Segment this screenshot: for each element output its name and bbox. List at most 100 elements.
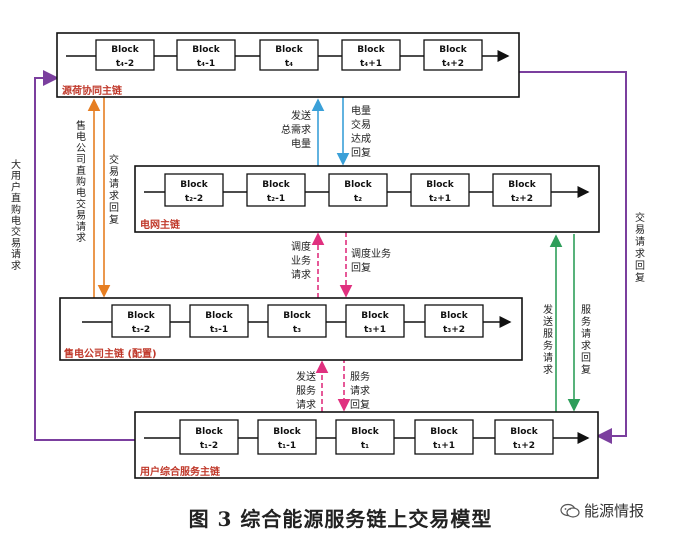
chain-user: 用户综合服务主链 Block t₁-2 Block t₁-1 Block t₁ …: [134, 411, 599, 479]
block-title: Block: [283, 311, 311, 321]
flow-label-line: 回复: [351, 261, 371, 274]
brand-name: 能源情报: [584, 502, 645, 520]
flow-label-line: 电量: [291, 137, 311, 150]
block: Block t₂-1: [246, 173, 306, 207]
flow-label-text: 交易请求回复: [109, 153, 119, 226]
block-time: t₃+2: [443, 325, 465, 335]
flow-label-line: 请求: [350, 384, 370, 397]
block-box: [259, 39, 319, 71]
block-time: t₃-2: [132, 325, 150, 335]
retail-direct-request-label: 售电公司直购电交易请求: [76, 119, 86, 244]
block-time: t₃-1: [210, 325, 228, 335]
block: Block t₄-1: [176, 39, 236, 71]
large-user-request-label: 大用户直购电交易请求: [11, 158, 21, 272]
chain-label: 售电公司主链 (配置): [64, 347, 157, 360]
block: Block t₄-2: [95, 39, 155, 71]
flow-label-line: 发送: [296, 370, 316, 383]
block-time: t₂: [354, 194, 362, 204]
block: Block t₂+2: [492, 173, 552, 207]
flow-label-line: 请求: [291, 268, 311, 281]
block: Block t₂: [328, 173, 388, 207]
flow-label-line: 服务: [296, 384, 316, 397]
block-title: Block: [273, 427, 301, 437]
send-service-request-right-label: 发送服务请求: [543, 303, 553, 376]
flow-label-line: 回复: [350, 398, 370, 411]
block-box: [328, 173, 388, 207]
block-time: t₁-1: [278, 441, 296, 451]
block-time: t₃+1: [364, 325, 386, 335]
block-box: [335, 419, 395, 455]
block: Block t₁-1: [257, 419, 317, 455]
block: Block t₃: [267, 304, 327, 338]
block-time: t₂-2: [185, 194, 203, 204]
block-time: t₄+1: [360, 59, 382, 69]
large-user-request-arrow: [34, 70, 135, 441]
block-time: t₄: [285, 59, 293, 69]
block-title: Block: [344, 180, 372, 190]
block-box: [414, 419, 474, 455]
block-box: [257, 419, 317, 455]
flow-label-text: 发送服务请求: [543, 303, 553, 376]
flow-label-line: 交易: [351, 118, 371, 131]
flow-label-line: 业务: [291, 254, 311, 267]
brand: 能源情报: [560, 500, 644, 521]
block: Block t₁+1: [414, 419, 474, 455]
block-title: Block: [508, 180, 536, 190]
flow-label-line: 电量: [351, 104, 371, 117]
trade-reply-left-label: 交易请求回复: [109, 153, 119, 226]
block-box: [95, 39, 155, 71]
chain-label: 源荷协同主链: [62, 84, 123, 97]
block-box: [410, 173, 470, 207]
block-title: Block: [205, 311, 233, 321]
block-box: [189, 304, 249, 338]
trade-reply-right-label: 交易请求回复: [635, 211, 645, 284]
block-title: Block: [192, 45, 220, 55]
flow-label-line: 回复: [351, 146, 371, 159]
block-box: [164, 173, 224, 207]
block-title: Block: [440, 311, 468, 321]
block-box: [423, 39, 483, 71]
block: Block t₃-1: [189, 304, 249, 338]
block: Block t₁-2: [179, 419, 239, 455]
block-time: t₁: [361, 441, 369, 451]
block-time: t₄-2: [116, 59, 134, 69]
service-reply-left-label: 服务请求回复: [350, 370, 370, 411]
flow-label-text: 交易请求回复: [635, 211, 645, 284]
block-box: [111, 304, 171, 338]
trade-reply-right-arrow: [519, 71, 627, 444]
flow-label-line: 服务: [350, 370, 370, 383]
block-time: t₄-1: [197, 59, 215, 69]
block-box: [341, 39, 401, 71]
block: Block t₁+2: [494, 419, 554, 455]
block-title: Block: [111, 45, 139, 55]
block: Block t₄+2: [423, 39, 483, 71]
block-time: t₁+1: [433, 441, 455, 451]
block-title: Block: [351, 427, 379, 437]
block: Block t₁: [335, 419, 395, 455]
block-title: Block: [426, 180, 454, 190]
block-title: Block: [361, 311, 389, 321]
wechat-icon: [560, 503, 580, 518]
service-reply-right-label: 服务请求回复: [581, 304, 591, 376]
block: Block t₃+1: [345, 304, 405, 338]
block-title: Block: [127, 311, 155, 321]
flow-label-text: 售电公司直购电交易请求: [76, 119, 86, 244]
block-time: t₂-1: [267, 194, 285, 204]
block-time: t₂+2: [511, 194, 533, 204]
figure-caption: 图 3 综合能源服务链上交易模型: [188, 507, 493, 531]
block-box: [246, 173, 306, 207]
block-box: [494, 419, 554, 455]
chain-label: 电网主链: [140, 218, 181, 231]
block-box: [179, 419, 239, 455]
block: Block t₃-2: [111, 304, 171, 338]
block-box: [345, 304, 405, 338]
chain-grid: 电网主链 Block t₂-2 Block t₂-1 Block t₂ Bloc…: [134, 165, 600, 233]
block: Block t₄: [259, 39, 319, 71]
block: Block t₄+1: [341, 39, 401, 71]
send-service-request-left-label: 发送服务请求: [296, 370, 316, 411]
block-time: t₁+2: [513, 441, 535, 451]
flow-label-line: 调度业务: [351, 247, 391, 260]
